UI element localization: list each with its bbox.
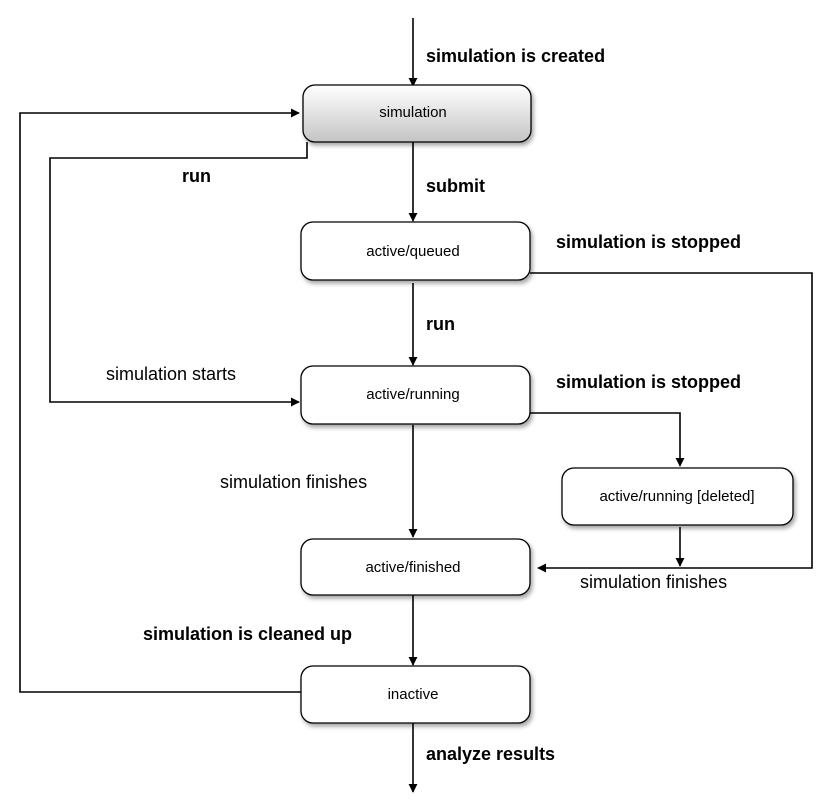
- label-stopped-running: simulation is stopped: [556, 372, 741, 392]
- label-finishes-running: simulation finishes: [220, 472, 367, 492]
- state-active-finished-label: active/finished: [365, 559, 460, 576]
- state-simulation-label: simulation: [379, 104, 447, 121]
- label-submit: submit: [426, 176, 485, 196]
- state-active-running-deleted-label: active/running [deleted]: [599, 488, 754, 505]
- label-starts: simulation starts: [106, 364, 236, 384]
- label-analyze: analyze results: [426, 744, 555, 764]
- label-run-queued: run: [426, 314, 455, 334]
- label-finishes-deleted: simulation finishes: [580, 572, 727, 592]
- edge-reset-to-simulation: [19, 108, 301, 693]
- state-simulation: simulation: [302, 84, 532, 143]
- edge-run-direct: [49, 142, 308, 407]
- label-created: simulation is created: [426, 46, 605, 66]
- state-active-running-deleted: active/running [deleted]: [561, 467, 794, 526]
- state-inactive-label: inactive: [388, 686, 439, 703]
- state-active-queued-label: active/queued: [366, 243, 459, 260]
- edge-stopped-queued: [530, 272, 813, 573]
- label-cleaned-up: simulation is cleaned up: [143, 624, 352, 644]
- edge-stopped-running: [530, 412, 685, 467]
- state-active-running: active/running: [300, 365, 531, 425]
- edges: [19, 18, 813, 793]
- label-run-direct: run: [182, 166, 211, 186]
- transition-labels: simulation is created run submit simulat…: [106, 46, 741, 764]
- state-active-running-label: active/running: [366, 386, 459, 403]
- state-active-finished: active/finished: [300, 538, 531, 596]
- state-inactive: inactive: [300, 665, 531, 724]
- label-stopped-queued: simulation is stopped: [556, 232, 741, 252]
- state-active-queued: active/queued: [300, 221, 531, 281]
